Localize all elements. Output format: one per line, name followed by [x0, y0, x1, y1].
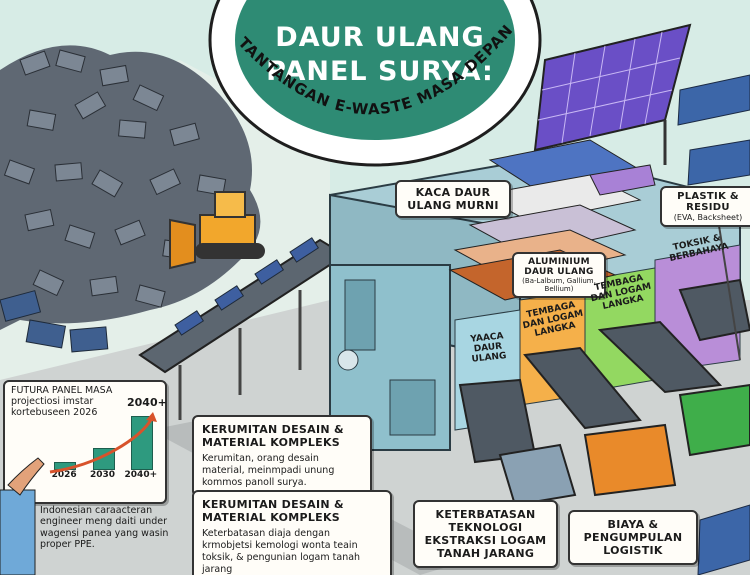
challenge-text-2: Keterbatasan diaja dengan krmobjetsi kem… [202, 528, 361, 575]
title-subtitle: TANTANGAN E-WASTE MASA DEPAN [235, 21, 516, 119]
challenge-card-3: KETERBATASAN TEKNOLOGI EKSTRAKSI LOGAM T… [413, 500, 558, 568]
output-bins [498, 383, 750, 507]
solar-field [677, 74, 750, 575]
trend-arrow [49, 412, 157, 474]
challenge-title-4: BIAYA & PENGUMPULAN LOGISTIK [583, 518, 683, 557]
projection-bar-label: 2030 [89, 470, 116, 480]
bulldozer-illustration [169, 191, 265, 270]
infeed-conveyor [138, 237, 347, 420]
challenge-card-2: KERUMITAN DESAIN & MATERIAL KOMPLEKS Ket… [192, 490, 392, 575]
svg-text:TANTANGAN E-WASTE MASA DEPAN: TANTANGAN E-WASTE MASA DEPAN [235, 21, 517, 119]
output-conveyors [458, 278, 750, 464]
glass-label-box: KACA DAUR ULANG MURNI [395, 180, 511, 218]
projection-caption: Indonesian caraacteran engineer meng dai… [40, 505, 169, 551]
zone-yaaca-label: YAACA DAUR ULANG [469, 331, 507, 365]
title-badge [208, 0, 542, 167]
challenge-title-1: KERUMITAN DESAIN & MATERIAL KOMPLEKS [202, 423, 344, 449]
projection-bar-label: 2040+ [124, 470, 158, 480]
solar-panel-top [533, 23, 692, 165]
challenge-card-1: KERUMITAN DESAIN & MATERIAL KOMPLEKS Ker… [192, 415, 372, 497]
plastic-sublabel: (EVA, Backsheet) [673, 213, 743, 222]
glass-label: KACA DAUR ULANG MURNI [407, 186, 499, 212]
challenge-title-3: KETERBATASAN TEKNOLOGI EKSTRAKSI LOGAM T… [424, 508, 547, 560]
projection-bar-label: 2026 [51, 470, 77, 480]
aluminium-sublabel: (Ba-Lalbum, Gallium, Bellium) [522, 277, 596, 293]
projection-bar [130, 416, 153, 470]
challenge-text-1: Kerumitan, orang desain material, meinmp… [202, 453, 335, 488]
aluminium-label-box: ALUMINIUM DAUR ULANG (Ba-Lalbum, Gallium… [512, 252, 606, 298]
projection-peak-label: 2040+ [127, 396, 167, 409]
plastic-label-box: PLASTIK & RESIDU (EVA, Backsheet) [660, 186, 750, 227]
challenge-title-2: KERUMITAN DESAIN & MATERIAL KOMPLEKS [202, 498, 344, 524]
aluminium-label: ALUMINIUM DAUR ULANG [524, 257, 594, 277]
projection-bars: 2026 2030 2040+ [45, 412, 160, 482]
exploded-panel-layers [448, 139, 656, 301]
plastic-label: PLASTIK & RESIDU [677, 191, 739, 213]
projection-panel: FUTURA PANEL MASA projectiosi imstar kor… [3, 380, 167, 504]
challenge-card-4: BIAYA & PENGUMPULAN LOGISTIK [568, 510, 698, 565]
engineer-illustration [0, 457, 45, 575]
projection-title: FUTURA PANEL MASA projectiosi imstar kor… [11, 385, 113, 418]
